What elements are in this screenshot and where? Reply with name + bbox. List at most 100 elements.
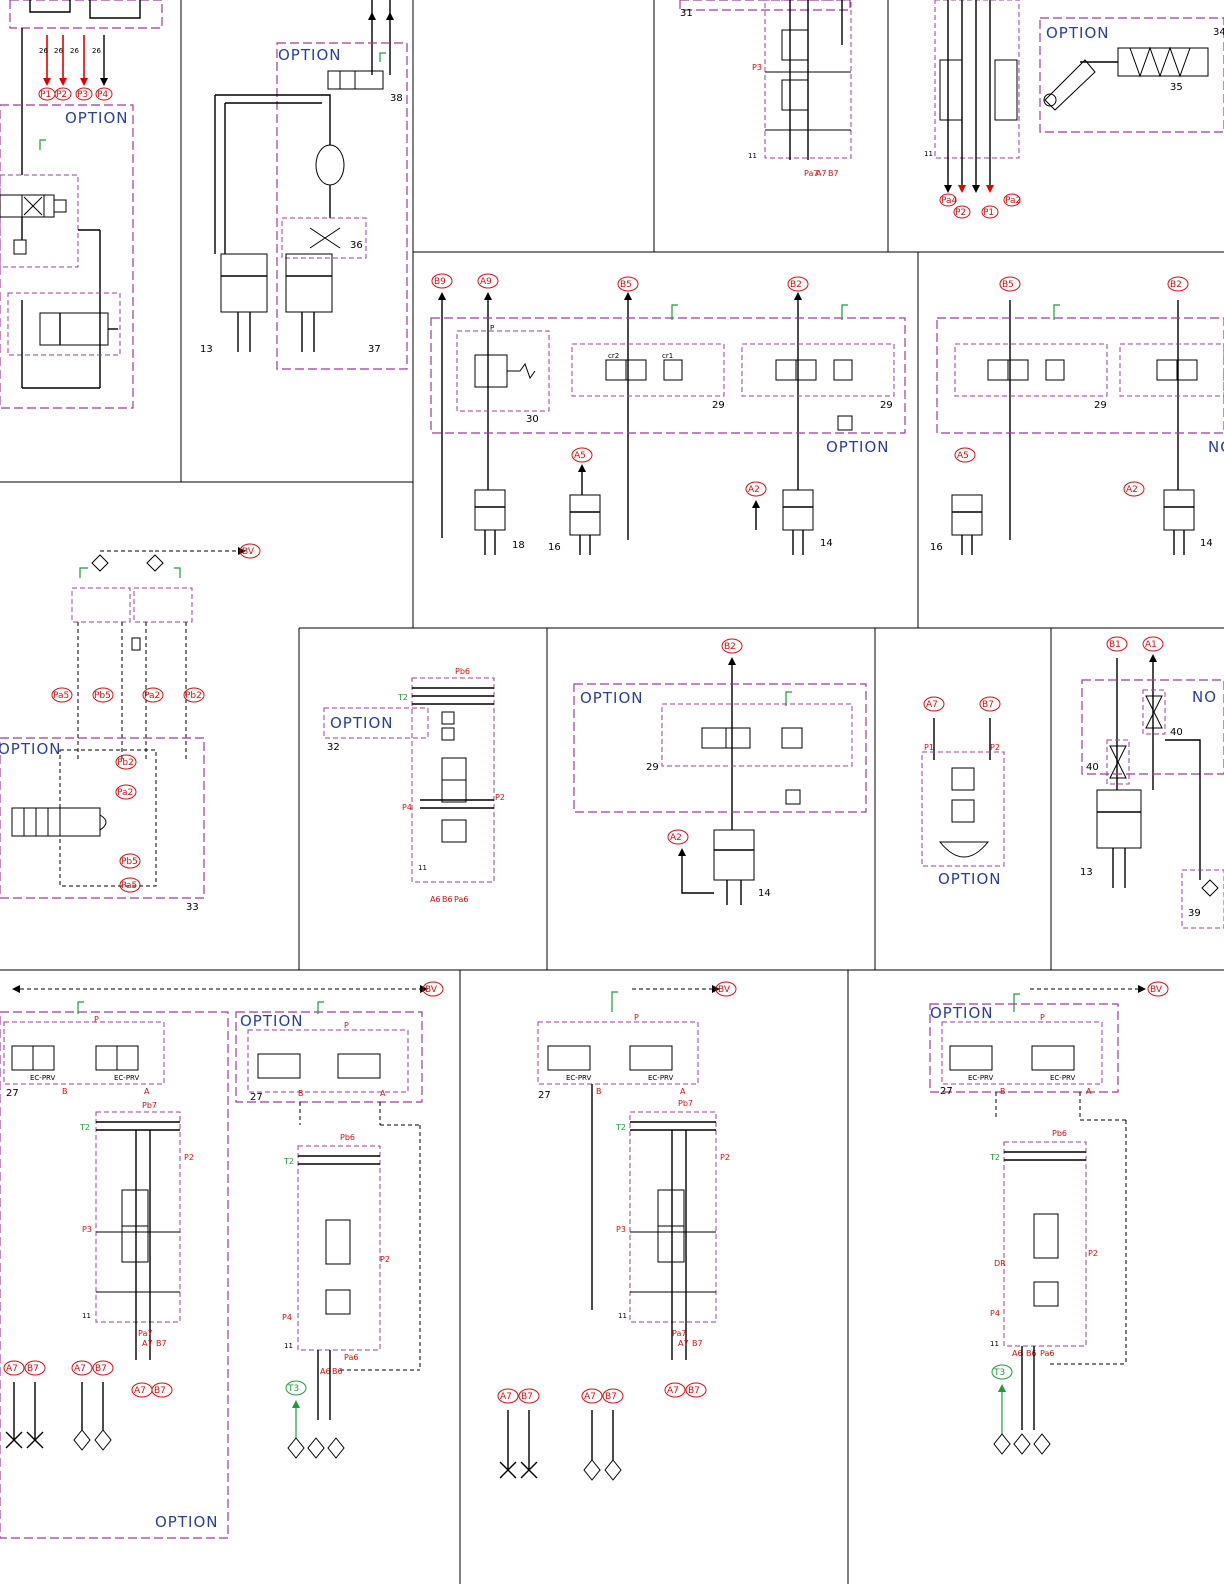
- panel-valve-31: 31 P3 11 Pa7 A7 B7: [679, 0, 852, 178]
- tag-b7-p10: B7: [982, 700, 994, 710]
- label-40-a: 40: [1170, 727, 1183, 738]
- tag-pa5-left: Pa5: [53, 691, 69, 701]
- label-p2-c: P2: [1088, 1249, 1098, 1258]
- label-p-a1: P: [94, 1015, 99, 1024]
- tag-b7-a3: B7: [95, 1364, 107, 1374]
- label-p-a2: P: [344, 1021, 349, 1030]
- option-label-p2: OPTION: [278, 46, 341, 64]
- tag-pa2-inner: Pa2: [117, 788, 133, 798]
- label-a6-c: A6: [1012, 1349, 1023, 1358]
- tag-b7-b2: B7: [521, 1392, 533, 1402]
- label-a-a1: A: [144, 1087, 150, 1096]
- label-11-c: 11: [990, 1340, 999, 1348]
- label-14-mid: 14: [820, 538, 833, 549]
- tag-pa2-left: Pa2: [144, 691, 160, 701]
- panel-mid-cylinders: B9 A9 B5 B2 OPTION 30 P 29 cr2 cr1: [430, 273, 906, 555]
- label-p3-a1: P3: [82, 1225, 92, 1234]
- label-29-c: 29: [1094, 400, 1107, 411]
- tag-pb2-inner: Pb2: [117, 758, 134, 768]
- panel-valve-29: B2 OPTION 29 A2 14: [573, 638, 867, 905]
- tag-bv-a: BV: [425, 985, 438, 995]
- label-39: 39: [1188, 908, 1201, 919]
- label-11-p4: 11: [924, 150, 933, 158]
- label-cr2-a: cr2: [608, 352, 619, 360]
- tag-a7-a2: A7: [6, 1364, 18, 1374]
- tag-a7-b: A7: [667, 1386, 679, 1396]
- option-label-p10: OPTION: [938, 870, 1001, 888]
- panel-bottom-middle: BV EC-PRV EC-PRV 27 P B A T2 Pb7 P3 P2 1…: [497, 981, 737, 1481]
- label-b-a1: B: [62, 1087, 68, 1096]
- label-a-c: A: [1086, 1087, 1092, 1096]
- label-14-right: 14: [1200, 538, 1213, 549]
- tag-a7-p10: A7: [926, 700, 938, 710]
- tag-a7-b3: A7: [584, 1392, 596, 1402]
- tag-b9: B9: [434, 277, 446, 287]
- label-36: 36: [350, 240, 363, 251]
- label-35: 35: [1170, 82, 1183, 93]
- panel-top-right: Pa4 P2 P1 Pa2 11 OPTION 35 34: [924, 0, 1224, 219]
- label-34: 34: [1213, 27, 1224, 38]
- tag-t3-a: T3: [287, 1384, 299, 1394]
- label-cr1-a: cr1: [662, 352, 673, 360]
- tag-b5-mid: B5: [620, 280, 632, 290]
- label-26b: 26: [54, 47, 63, 55]
- label-b7-b: B7: [692, 1339, 703, 1348]
- label-13-p2: 13: [200, 344, 213, 355]
- label-b6-a2: B6: [332, 1367, 343, 1376]
- label-a7-31: A7: [816, 169, 827, 178]
- option-label-p8: OPTION: [330, 714, 393, 732]
- label-pb6-a2: Pb6: [340, 1133, 355, 1142]
- label-b-c: B: [1000, 1087, 1006, 1096]
- tag-pa4-top: Pa4: [941, 196, 958, 206]
- label-18: 18: [512, 540, 525, 551]
- label-b7-a1: B7: [156, 1339, 167, 1348]
- tag-p4: P4: [97, 90, 108, 100]
- label-pa7-31: Pa7: [804, 169, 818, 178]
- label-11-32: 11: [418, 864, 427, 872]
- tag-p1: P1: [40, 90, 51, 100]
- tag-b7-a1: B7: [154, 1386, 166, 1396]
- label-p3-b: P3: [616, 1225, 626, 1234]
- tag-pb5-left: Pb5: [94, 691, 111, 701]
- label-pb7-b: Pb7: [678, 1099, 693, 1108]
- option-label-p1: OPTION: [65, 109, 128, 127]
- label-27-b: 27: [538, 1090, 551, 1101]
- option-label-p5: OPTION: [826, 438, 889, 456]
- label-pb6-c: Pb6: [1052, 1129, 1067, 1138]
- label-ecprv-b2: EC-PRV: [648, 1074, 674, 1082]
- label-ecprv-c1: EC-PRV: [968, 1074, 994, 1082]
- label-b7-31: B7: [828, 169, 839, 178]
- label-p1-p10: P1: [924, 743, 934, 752]
- label-p2-b: P2: [720, 1153, 730, 1162]
- label-a-a2: A: [380, 1089, 386, 1098]
- label-11-a1: 11: [82, 1312, 91, 1320]
- label-p2-a1: P2: [184, 1153, 194, 1162]
- label-p-c: P: [1040, 1013, 1045, 1022]
- label-ecprv-b1: EC-PRV: [566, 1074, 592, 1082]
- tag-a7-a3: A7: [74, 1364, 86, 1374]
- label-14-p9: 14: [758, 888, 771, 899]
- label-a-b: A: [680, 1087, 686, 1096]
- tag-b7-b3: B7: [605, 1392, 617, 1402]
- option-label-p7: OPTION: [0, 740, 61, 758]
- label-27-c: 27: [940, 1086, 953, 1097]
- tag-b2-right: B2: [1170, 280, 1182, 290]
- tag-b2-mid: B2: [790, 280, 802, 290]
- label-27-a1: 27: [6, 1088, 19, 1099]
- tag-pa5-inner: Pa5: [121, 881, 137, 891]
- label-p2-32: P2: [495, 793, 505, 802]
- label-a6-a2: A6: [320, 1367, 331, 1376]
- label-13-p11: 13: [1080, 867, 1093, 878]
- panel-top-cylinders: OPTION 38 36 13 37: [200, 0, 408, 370]
- label-16-right: 16: [930, 542, 943, 553]
- label-30: 30: [526, 414, 539, 425]
- label-32: 32: [327, 742, 340, 753]
- label-16-mid: 16: [548, 542, 561, 553]
- panel-motor: A7 B7 P1 P2 OPTION: [921, 696, 1005, 888]
- tag-b5-right: B5: [1002, 280, 1014, 290]
- tag-b7-a2: B7: [27, 1364, 39, 1374]
- label-37: 37: [368, 344, 381, 355]
- label-p4-c: P4: [990, 1309, 1000, 1318]
